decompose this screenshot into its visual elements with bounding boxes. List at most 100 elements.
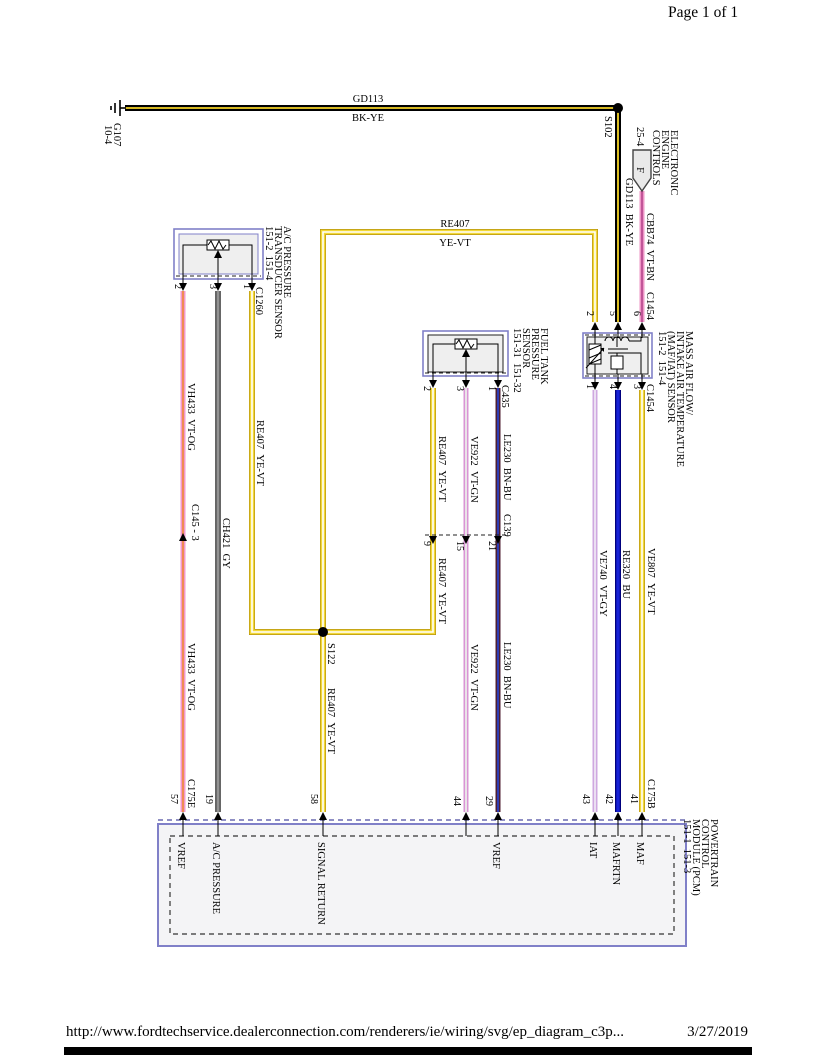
arrow-down-icon (494, 380, 502, 388)
arrow-up-icon (462, 812, 470, 820)
arrow-down-icon (614, 382, 622, 390)
connector-c1454-top: C1454 (644, 292, 655, 321)
eec-name-line: CONTROLS (650, 130, 661, 186)
pcm-name-line: MODULE (PCM) (690, 819, 701, 896)
splice-s102-label: S102 (602, 116, 613, 138)
pcm-entry-arrows (179, 812, 646, 836)
ftp-sensor-box (422, 330, 509, 377)
ground-symbol-icon (110, 100, 126, 116)
maf-top-entry-arrows (591, 322, 646, 338)
eec-name-line: ELECTRONIC (668, 130, 679, 195)
wire-label-re320: RE320 BU (620, 550, 631, 599)
pcm-pin-label: MAF (634, 842, 645, 865)
connector-c1454-bottom: C1454 (644, 384, 655, 413)
ftp-pin: 1 (486, 386, 497, 391)
pcm-pin-label: MAFRTN (610, 842, 621, 886)
ac-name-line: TRANSDUCER SENSOR (272, 226, 283, 339)
page-number: Page 1 of 1 (668, 4, 739, 21)
wire-label-ch421: CH421 GY (220, 518, 231, 569)
maf-name-line: MASS AIR FLOW/ (683, 331, 694, 415)
pcm-name-line: CONTROL (699, 819, 710, 869)
maf-iat-sensor-box (582, 332, 653, 379)
ftp-name-line: SENSOR (520, 328, 531, 368)
arrow-up-icon (614, 812, 622, 820)
maf-pin-bottom: 3 (631, 384, 642, 389)
wire-label-re407-ftp-upper: RE407 YE-VT (436, 436, 447, 502)
maf-name-line: 151-2 151-4 (656, 331, 667, 386)
connector-c175e: C175E (185, 779, 196, 808)
maf-name-line: INTAKE AIR TEMPERATURE (674, 331, 685, 467)
pcm-pin-num: 43 (580, 794, 591, 804)
connector-c1260: C1260 (253, 287, 264, 315)
wire-label-re407-ftp-lower: RE407 YE-VT (436, 558, 447, 624)
ground-page-ref: 10-4 (102, 125, 113, 145)
ftp-pin: 3 (454, 386, 465, 391)
connector-c435: C435 (499, 385, 510, 408)
pcm-name-line: POWERTRAIN (708, 819, 719, 888)
ac-name-line: A/C PRESSURE (281, 226, 292, 298)
pcm-pin-num: 41 (628, 794, 639, 804)
pcm-box (157, 819, 687, 947)
maf-pin-top: 2 (584, 311, 595, 316)
arrow-down-icon (638, 382, 646, 390)
maf-pin-bottom: 1 (584, 384, 595, 389)
pcm-pin-label: A/C PRESSURE (210, 842, 221, 914)
wire-label-ve922-upper: VE922 VT-GN (468, 436, 479, 503)
pcm-pin-num: 58 (308, 794, 319, 804)
arrow-up-icon (614, 322, 622, 330)
pcm-name-line: 151-1 151-3 (681, 819, 692, 873)
ftp-name-line: 151-31 151-32 (511, 328, 522, 393)
ftp-sensor-entry-arrows (429, 373, 502, 388)
eec-name-line: ENGINE (659, 130, 670, 169)
pcm-pin-num: 42 (603, 794, 614, 804)
splice-s122-label: S122 (325, 643, 336, 665)
ftp-name-line: FUEL TANK (538, 328, 549, 385)
ac-pin: 3 (207, 284, 218, 289)
wire-label-re407-splice: RE407 YE-VT (325, 688, 336, 754)
ftp-name-line: PRESSURE (529, 328, 540, 380)
footer-url: http://www.fordtechservice.dealerconnect… (66, 1024, 624, 1040)
ac-sensor-entry-arrows (179, 276, 256, 291)
wire-label-re407: RE407 (440, 219, 469, 230)
footer-date: 3/27/2019 (687, 1024, 748, 1040)
arrow-down-icon (462, 380, 470, 388)
arrow-down-icon (494, 536, 502, 544)
potentiometer-icon (432, 338, 499, 373)
arrow-down-icon (248, 283, 256, 291)
splice-s102-dot (613, 103, 623, 113)
maf-pin-top: 5 (607, 311, 618, 316)
arrow-down-icon (214, 283, 222, 291)
wire-re407-ye-vt (249, 229, 598, 812)
pcm-pin-label: SIGNAL RETURN (315, 842, 326, 925)
footer-bar (64, 1047, 752, 1055)
splice-s122-dot (318, 627, 328, 637)
wire-label-vh433-lower: VH433 VT-OG (185, 643, 196, 711)
arrow-up-icon (638, 812, 646, 820)
wire-label-ve807: VE807 YE-VT (645, 548, 656, 615)
maf-element-icon (604, 336, 642, 374)
maf-bottom-entry-arrows (591, 374, 646, 390)
connector-c145: C145 - 3 (189, 504, 200, 541)
wire-label-re407-ac: RE407 YE-VT (254, 420, 265, 486)
thermistor-icon (585, 337, 605, 374)
wire-label-vh433-upper: VH433 VT-OG (185, 383, 196, 451)
wire-label-le230-lower: LE230 BN-BU (501, 642, 512, 709)
fuse-ref: 25-4 (634, 127, 645, 147)
arrow-down-icon (591, 382, 599, 390)
connector-c175b: C175B (645, 779, 656, 809)
ac-name-line: 151-2 151-4 (263, 226, 274, 281)
maf-pin-bottom: 4 (607, 384, 618, 389)
arrow-up-icon (179, 533, 187, 541)
pcm-pin-num: 19 (203, 794, 214, 804)
pcm-pin-num: 44 (451, 796, 462, 806)
ac-pin: 1 (241, 284, 252, 289)
c139-pin: 9 (421, 541, 432, 546)
arrow-up-icon (638, 322, 646, 330)
inline-connector-c139 (425, 534, 506, 544)
pcm-pin-label: VREF (175, 842, 186, 869)
wire-label-gd113: GD113 (353, 94, 384, 105)
wire-label-ve922-lower: VE922 VT-GN (468, 644, 479, 711)
arrow-up-icon (591, 812, 599, 820)
arrow-up-icon (179, 812, 187, 820)
fuse-symbol: F (632, 149, 652, 193)
